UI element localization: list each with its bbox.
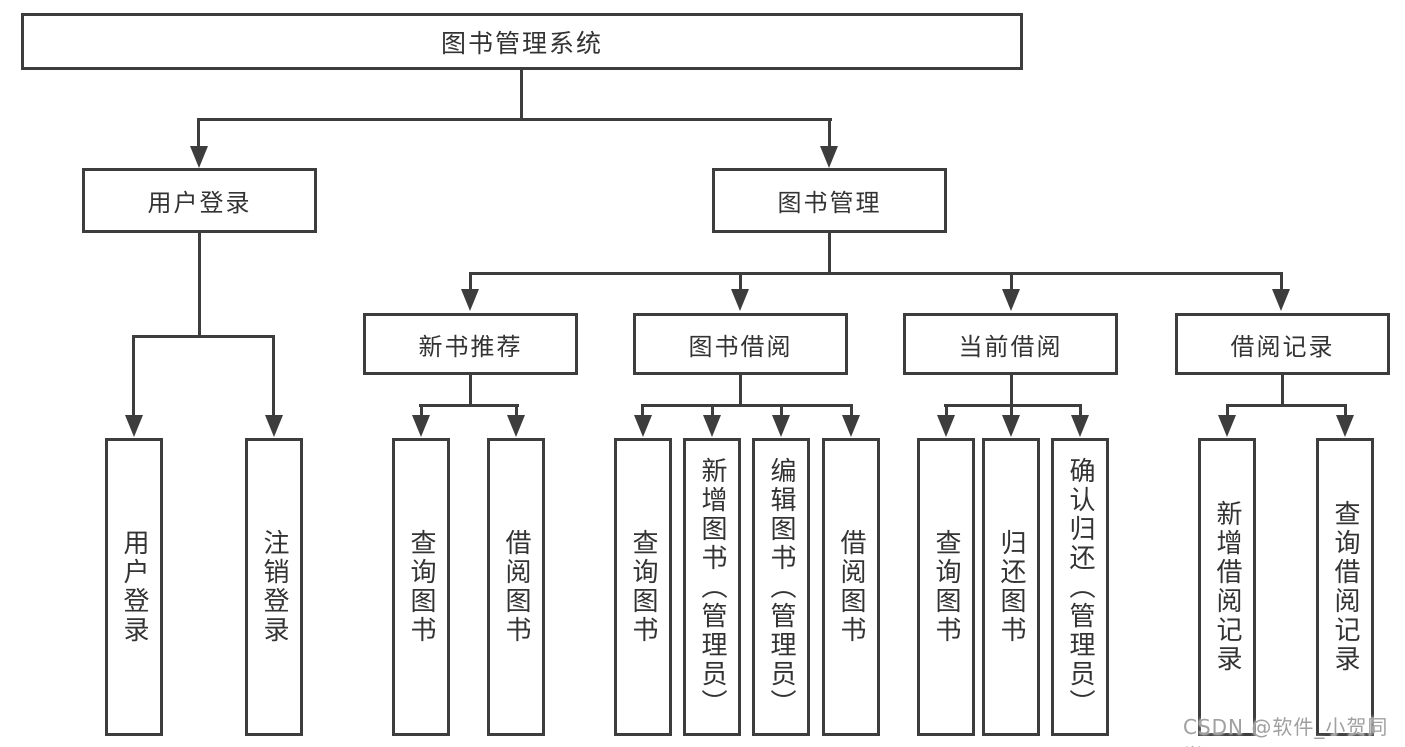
connector-line [198, 233, 201, 338]
leaf-logout: 注销登录 [245, 438, 303, 736]
leaf-add-borrow-record-label: 新增借阅记录 [1212, 500, 1242, 674]
leaf-return-book: 归还图书 [982, 438, 1040, 736]
node-new-book-recommend: 新书推荐 [363, 313, 578, 375]
connector-line [739, 375, 742, 407]
connector-line [1280, 272, 1283, 291]
arrow-down-icon [937, 415, 955, 437]
node-current-borrow: 当前借阅 [903, 313, 1118, 375]
connector-line [641, 404, 853, 407]
node-current-borrow-label: 当前借阅 [958, 332, 1063, 361]
leaf-user-login-label: 用户登录 [119, 529, 149, 645]
leaf-borrow-books-borrow-label: 借阅图书 [836, 529, 866, 645]
arrow-down-icon [820, 146, 838, 168]
csdn-watermark: CSDN @软件_小贺同学 [1183, 715, 1389, 747]
connector-line [1281, 375, 1284, 407]
leaf-query-books-current: 查询图书 [917, 438, 975, 736]
node-book-management: 图书管理 [712, 168, 947, 233]
connector-line [780, 404, 783, 418]
arrow-down-icon [1002, 289, 1020, 311]
arrow-down-icon [634, 415, 652, 437]
leaf-query-books-recommend: 查询图书 [392, 438, 450, 736]
leaf-user-login: 用户登录 [105, 438, 163, 736]
leaf-return-book-label: 归还图书 [996, 529, 1026, 645]
connector-line [828, 118, 831, 147]
arrow-down-icon [265, 415, 283, 437]
connector-line [469, 272, 1283, 275]
leaf-add-book-admin-label: 新增图书（管理员） [697, 456, 727, 718]
node-borrow-records-label: 借阅记录 [1230, 332, 1335, 361]
leaf-confirm-return-admin-label: 确认归还（管理员） [1065, 456, 1095, 718]
arrow-down-icon [772, 415, 790, 437]
arrow-down-icon [507, 415, 525, 437]
leaf-borrow-books-borrow: 借阅图书 [822, 438, 880, 736]
connector-line [132, 335, 275, 338]
leaf-query-borrow-record: 查询借阅记录 [1316, 438, 1374, 736]
connector-line [469, 272, 472, 291]
node-book-management-label: 图书管理 [777, 189, 882, 217]
node-root-label: 图书管理系统 [440, 28, 603, 58]
connector-line [1010, 404, 1013, 418]
arrow-down-icon [1218, 415, 1236, 437]
connector-line [1344, 404, 1347, 418]
arrow-down-icon [1272, 289, 1290, 311]
connector-line [850, 404, 853, 418]
arrow-down-icon [412, 415, 430, 437]
arrow-down-icon [190, 146, 208, 168]
connector-line [197, 118, 832, 121]
node-borrow-records: 借阅记录 [1175, 313, 1390, 375]
connector-line [944, 404, 1082, 407]
arrow-down-icon [1336, 415, 1354, 437]
connector-line [1079, 404, 1082, 418]
leaf-borrow-books-recommend-label: 借阅图书 [501, 529, 531, 645]
connector-line [739, 272, 742, 291]
leaf-query-books-current-label: 查询图书 [931, 529, 961, 645]
arrow-down-icon [1071, 415, 1089, 437]
connector-line [132, 335, 135, 417]
connector-line [1010, 375, 1013, 407]
arrow-down-icon [125, 415, 143, 437]
connector-line [420, 404, 423, 418]
arrow-down-icon [1002, 415, 1020, 437]
connector-line [520, 68, 523, 120]
arrow-down-icon [842, 415, 860, 437]
connector-line [641, 404, 644, 418]
node-book-borrow: 图书借阅 [633, 313, 848, 375]
connector-line [272, 335, 275, 417]
connector-line [515, 404, 518, 418]
connector-line [469, 375, 472, 407]
connector-line [1226, 404, 1229, 418]
leaf-edit-book-admin-label: 编辑图书（管理员） [766, 456, 796, 718]
node-new-book-recommend-label: 新书推荐 [418, 332, 523, 361]
connector-line [945, 404, 948, 418]
node-user-login: 用户登录 [82, 168, 317, 233]
connector-line [1226, 404, 1347, 407]
connector-line [1010, 272, 1013, 291]
connector-line [419, 404, 519, 407]
connector-line [197, 118, 200, 147]
connector-line [711, 404, 714, 418]
leaf-borrow-books-recommend: 借阅图书 [487, 438, 545, 736]
node-user-login-label: 用户登录 [147, 189, 252, 217]
node-book-borrow-label: 图书借阅 [688, 332, 793, 361]
leaf-add-book-admin: 新增图书（管理员） [683, 438, 741, 736]
leaf-query-books-borrow: 查询图书 [614, 438, 672, 736]
leaf-query-books-borrow-label: 查询图书 [628, 529, 658, 645]
arrow-down-icon [703, 415, 721, 437]
node-root: 图书管理系统 [21, 13, 1023, 70]
leaf-logout-label: 注销登录 [259, 529, 289, 645]
arrow-down-icon [461, 289, 479, 311]
connector-line [828, 233, 831, 274]
leaf-query-books-recommend-label: 查询图书 [406, 529, 436, 645]
leaf-edit-book-admin: 编辑图书（管理员） [752, 438, 810, 736]
arrow-down-icon [731, 289, 749, 311]
leaf-confirm-return-admin: 确认归还（管理员） [1051, 438, 1109, 736]
leaf-query-borrow-record-label: 查询借阅记录 [1330, 500, 1360, 674]
leaf-add-borrow-record: 新增借阅记录 [1198, 438, 1256, 736]
